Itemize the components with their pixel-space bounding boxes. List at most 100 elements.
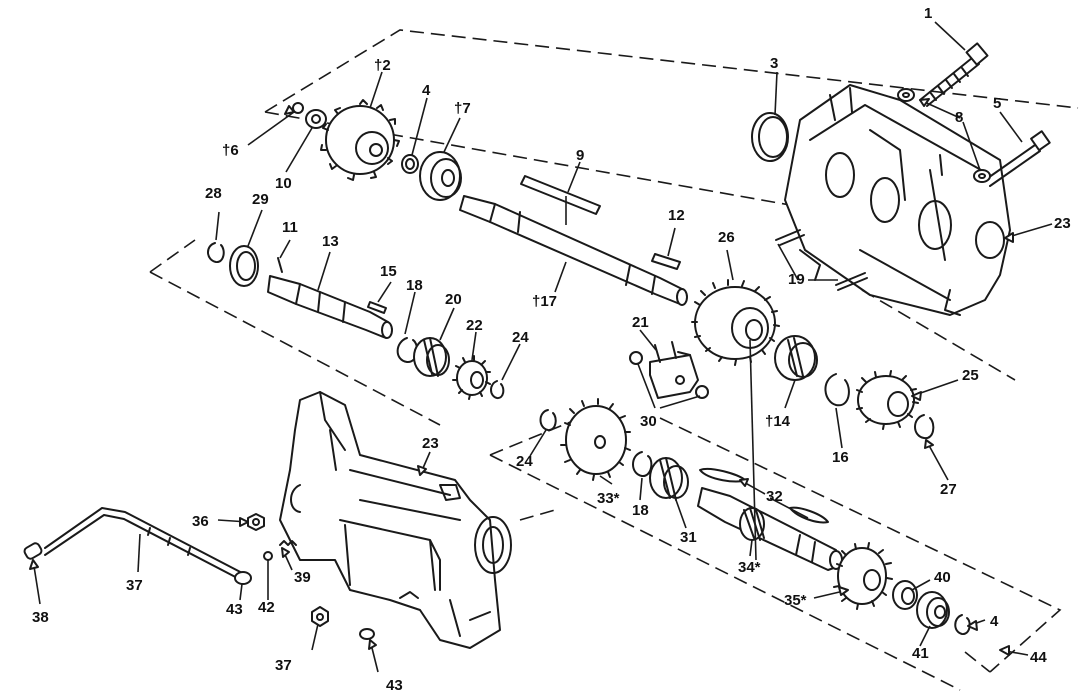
callout-27: 27 xyxy=(940,481,957,498)
ring-4-lower xyxy=(954,614,971,635)
callout-18-lower: 18 xyxy=(632,502,649,519)
shaft-17 xyxy=(459,195,688,306)
bearing-31 xyxy=(649,457,689,501)
callout-15: 15 xyxy=(380,263,397,280)
callout-17: †17 xyxy=(532,293,557,310)
ring-18-lower xyxy=(632,451,653,477)
callout-29: 29 xyxy=(252,191,269,208)
leader-lines xyxy=(32,21,1053,673)
fork-21 xyxy=(649,341,699,399)
bolt-1 xyxy=(919,42,989,107)
gear-26 xyxy=(691,279,780,366)
callout-12: 12 xyxy=(668,207,685,224)
pins-19 xyxy=(775,229,868,291)
key-12 xyxy=(651,253,681,270)
callout-24-lower: 24 xyxy=(516,453,533,470)
callout-2: †2 xyxy=(374,57,391,74)
gear-2 xyxy=(320,99,400,181)
callout-8: 8 xyxy=(955,109,963,126)
ball-42 xyxy=(263,551,273,561)
callout-37-rod: 37 xyxy=(126,577,143,594)
upper-housing-23 xyxy=(784,84,1011,316)
callout-33: 33* xyxy=(597,490,620,507)
key-9 xyxy=(520,175,601,215)
pin-11 xyxy=(277,257,283,273)
callout-44: 44 xyxy=(1030,649,1047,666)
callout-38: 38 xyxy=(32,609,49,626)
callout-10: 10 xyxy=(275,175,292,192)
ring-24-middle xyxy=(490,380,505,400)
washer-10 xyxy=(305,109,327,129)
callout-22: 22 xyxy=(466,317,483,334)
bushing-43-lower xyxy=(359,628,375,640)
ring-27 xyxy=(914,414,935,440)
callout-14: †14 xyxy=(765,413,791,430)
callout-28: 28 xyxy=(205,185,222,202)
callout-6: †6 xyxy=(222,142,239,159)
bushing-43-left xyxy=(234,571,252,585)
callout-40: 40 xyxy=(934,569,951,586)
shaft-13 xyxy=(267,275,393,339)
callout-4-upper: 4 xyxy=(422,82,431,99)
ring-24-lower xyxy=(539,409,557,431)
spacer-40 xyxy=(892,580,918,610)
ring-6 xyxy=(292,102,304,114)
callout-9: 9 xyxy=(576,147,584,164)
callout-7: †7 xyxy=(454,100,471,117)
callout-41: 41 xyxy=(912,645,929,662)
callout-31: 31 xyxy=(680,529,697,546)
callout-32: 32 xyxy=(766,488,783,505)
callout-39: 39 xyxy=(294,569,311,586)
callout-23-lower: 23 xyxy=(422,435,439,452)
shift-rod-37 xyxy=(44,507,249,583)
shaft-34 xyxy=(697,487,843,571)
callout-3: 3 xyxy=(770,55,778,72)
bearing-41 xyxy=(916,591,950,629)
callout-35: 35* xyxy=(784,592,807,609)
callout-37-nut: 37 xyxy=(275,657,292,674)
callout-43-lower: 43 xyxy=(386,677,403,694)
callout-13: 13 xyxy=(322,233,339,250)
callout-labels: 1 †2 3 4 5 †6 †7 8 9 10 11 12 13 †14 15 … xyxy=(32,5,1071,694)
nut-36 xyxy=(247,513,265,531)
ring-28 xyxy=(207,242,225,263)
gear-35 xyxy=(833,542,893,610)
callout-23-upper: 23 xyxy=(1054,215,1071,232)
callout-34: 34* xyxy=(738,559,761,576)
cap-38 xyxy=(23,542,43,560)
gear-22 xyxy=(452,355,491,400)
callout-30: 30 xyxy=(640,413,657,430)
callout-5: 5 xyxy=(993,95,1001,112)
callout-21: 21 xyxy=(632,314,649,331)
gear-25 xyxy=(856,370,919,430)
callout-20: 20 xyxy=(445,291,462,308)
key-15 xyxy=(367,301,387,314)
arrowheads xyxy=(29,98,1014,656)
callout-25: 25 xyxy=(962,367,979,384)
callout-26: 26 xyxy=(718,229,735,246)
lower-housing-23 xyxy=(279,391,512,649)
bearing-29 xyxy=(229,245,259,287)
bearing-7 xyxy=(419,151,462,201)
callout-36: 36 xyxy=(192,513,209,530)
callout-19: 19 xyxy=(788,271,805,288)
seal-3 xyxy=(751,112,789,162)
callout-43-left: 43 xyxy=(226,601,243,618)
callout-18-middle: 18 xyxy=(406,277,423,294)
ring-16 xyxy=(824,373,850,407)
callout-16: 16 xyxy=(832,449,849,466)
nut-37-lower xyxy=(311,606,329,627)
bearing-14 xyxy=(774,335,818,381)
bearing-20 xyxy=(413,337,450,377)
callout-24-middle: 24 xyxy=(512,329,529,346)
ring-4-upper xyxy=(401,154,419,174)
callout-42: 42 xyxy=(258,599,275,616)
callout-1: 1 xyxy=(924,5,932,22)
spring-39 xyxy=(279,540,297,546)
bolt-5 xyxy=(984,130,1051,187)
callout-11: 11 xyxy=(282,219,298,236)
rings-30 xyxy=(629,351,709,399)
gear-33 xyxy=(560,398,631,481)
callout-4-lower: 4 xyxy=(990,613,999,630)
